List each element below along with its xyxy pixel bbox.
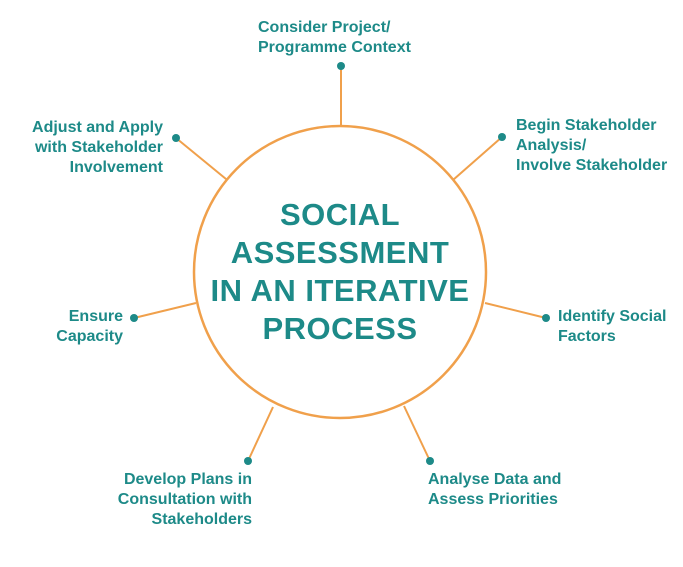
step-label-line: Adjust and Apply [32,119,163,136]
step-analyse-label: Analyse Data and Assess Priorities [428,470,561,510]
connector-analyse [403,405,431,462]
step-adjust-label: Adjust and Apply with Stakeholder Involv… [32,118,163,178]
connector-adjust [175,137,227,180]
step-label-line: Analysis/ [516,137,587,154]
dot-consider [337,62,345,70]
dot-analyse [426,457,434,465]
step-identify-label: Identify Social Factors [558,307,666,347]
center-title-line: PROCESS [262,311,418,346]
connector-identify [484,302,547,319]
step-ensure-label: Ensure Capacity [56,307,123,347]
dot-develop [244,457,252,465]
step-label-line: Ensure [68,308,123,325]
center-title-line: IN AN ITERATIVE [210,273,470,308]
step-label-line: Consider Project/ [258,19,391,36]
step-label-line: with Stakeholder [34,139,163,156]
step-label-line: Analyse Data and [428,471,562,488]
step-label-line: Assess Priorities [428,491,558,508]
step-label-line: Programme Context [258,39,411,56]
center-title: SOCIAL ASSESSMENT IN AN ITERATIVE PROCES… [193,196,487,348]
step-label-line: Involvement [69,159,163,176]
dot-identify [542,314,550,322]
step-consider-label: Consider Project/ Programme Context [258,18,411,58]
step-label-line: Consultation with [117,491,252,508]
step-label-line: Stakeholders [151,511,252,528]
step-label-line: Develop Plans in [123,471,252,488]
step-label-line: Involve Stakeholder [516,157,668,174]
step-label-line: Factors [558,328,616,345]
dot-begin [498,133,506,141]
connector-develop [247,406,274,462]
step-label-line: Begin Stakeholder [516,117,657,134]
center-title-line: ASSESSMENT [230,235,450,270]
dot-ensure [130,314,138,322]
step-label-line: Capacity [56,328,123,345]
dot-adjust [172,134,180,142]
center-title-line: SOCIAL [279,197,401,232]
step-begin-label: Begin Stakeholder Analysis/ Involve Stak… [516,116,667,176]
center-circle [192,124,488,420]
step-label-line: Identify Social [558,308,667,325]
connector-begin [452,136,503,181]
connector-ensure [133,302,197,319]
step-develop-label: Develop Plans in Consultation with Stake… [118,470,252,530]
